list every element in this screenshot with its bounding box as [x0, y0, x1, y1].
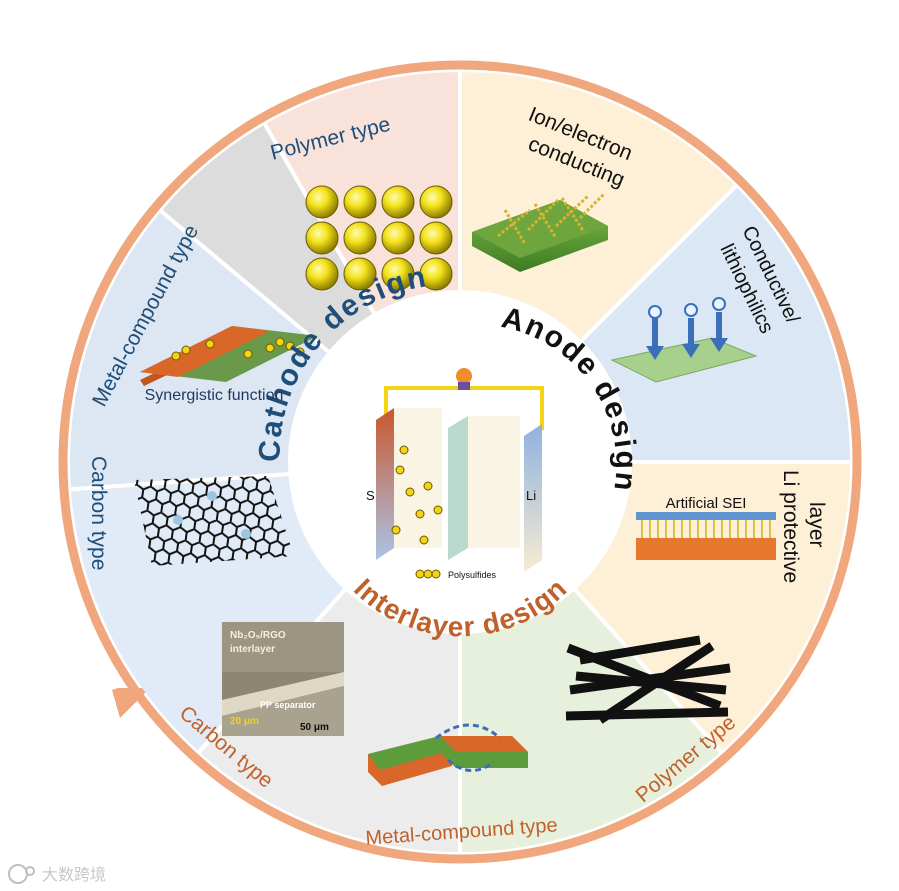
outer-ring	[58, 60, 862, 864]
anode-symbol: Li	[526, 488, 536, 503]
cathode-symbol: S	[366, 488, 375, 503]
lithiophilic-plate	[610, 297, 758, 383]
li-protective-layer	[636, 512, 776, 560]
label-li-protective-line2: layer	[805, 502, 828, 548]
ring-arrowhead	[112, 688, 150, 718]
micrograph-image	[222, 622, 344, 736]
watermark-logo: 大数跨境	[8, 864, 106, 884]
label-li-protective-line1: Li protective	[779, 470, 802, 583]
battery-schematic	[376, 368, 544, 579]
polymer-fiber-mat	[565, 635, 731, 724]
micrograph-thickness: 20 μm	[230, 716, 259, 727]
micrograph-separator: PP separator	[260, 700, 316, 710]
artwork	[134, 185, 776, 786]
ion-electron-plate	[472, 192, 608, 272]
metal-compound-blocks	[368, 723, 528, 786]
micrograph-material: Nb₂O₅/RGO	[230, 630, 286, 641]
label-synergistic-function: Synergistic function	[145, 387, 284, 404]
graphene-sheet	[134, 476, 294, 566]
label-carbon-type-cathode: Carbon type	[87, 456, 110, 570]
label-artificial-sei: Artificial SEI	[666, 495, 747, 512]
metal-compound-plate	[140, 326, 318, 386]
watermark-text: 大数跨境	[42, 865, 106, 884]
micrograph-layer: interlayer	[230, 644, 275, 655]
polysulfides-legend: Polysulfides	[448, 570, 497, 580]
polymer-ball-grid	[305, 185, 453, 291]
micrograph-scale: 50 μm	[300, 722, 329, 733]
